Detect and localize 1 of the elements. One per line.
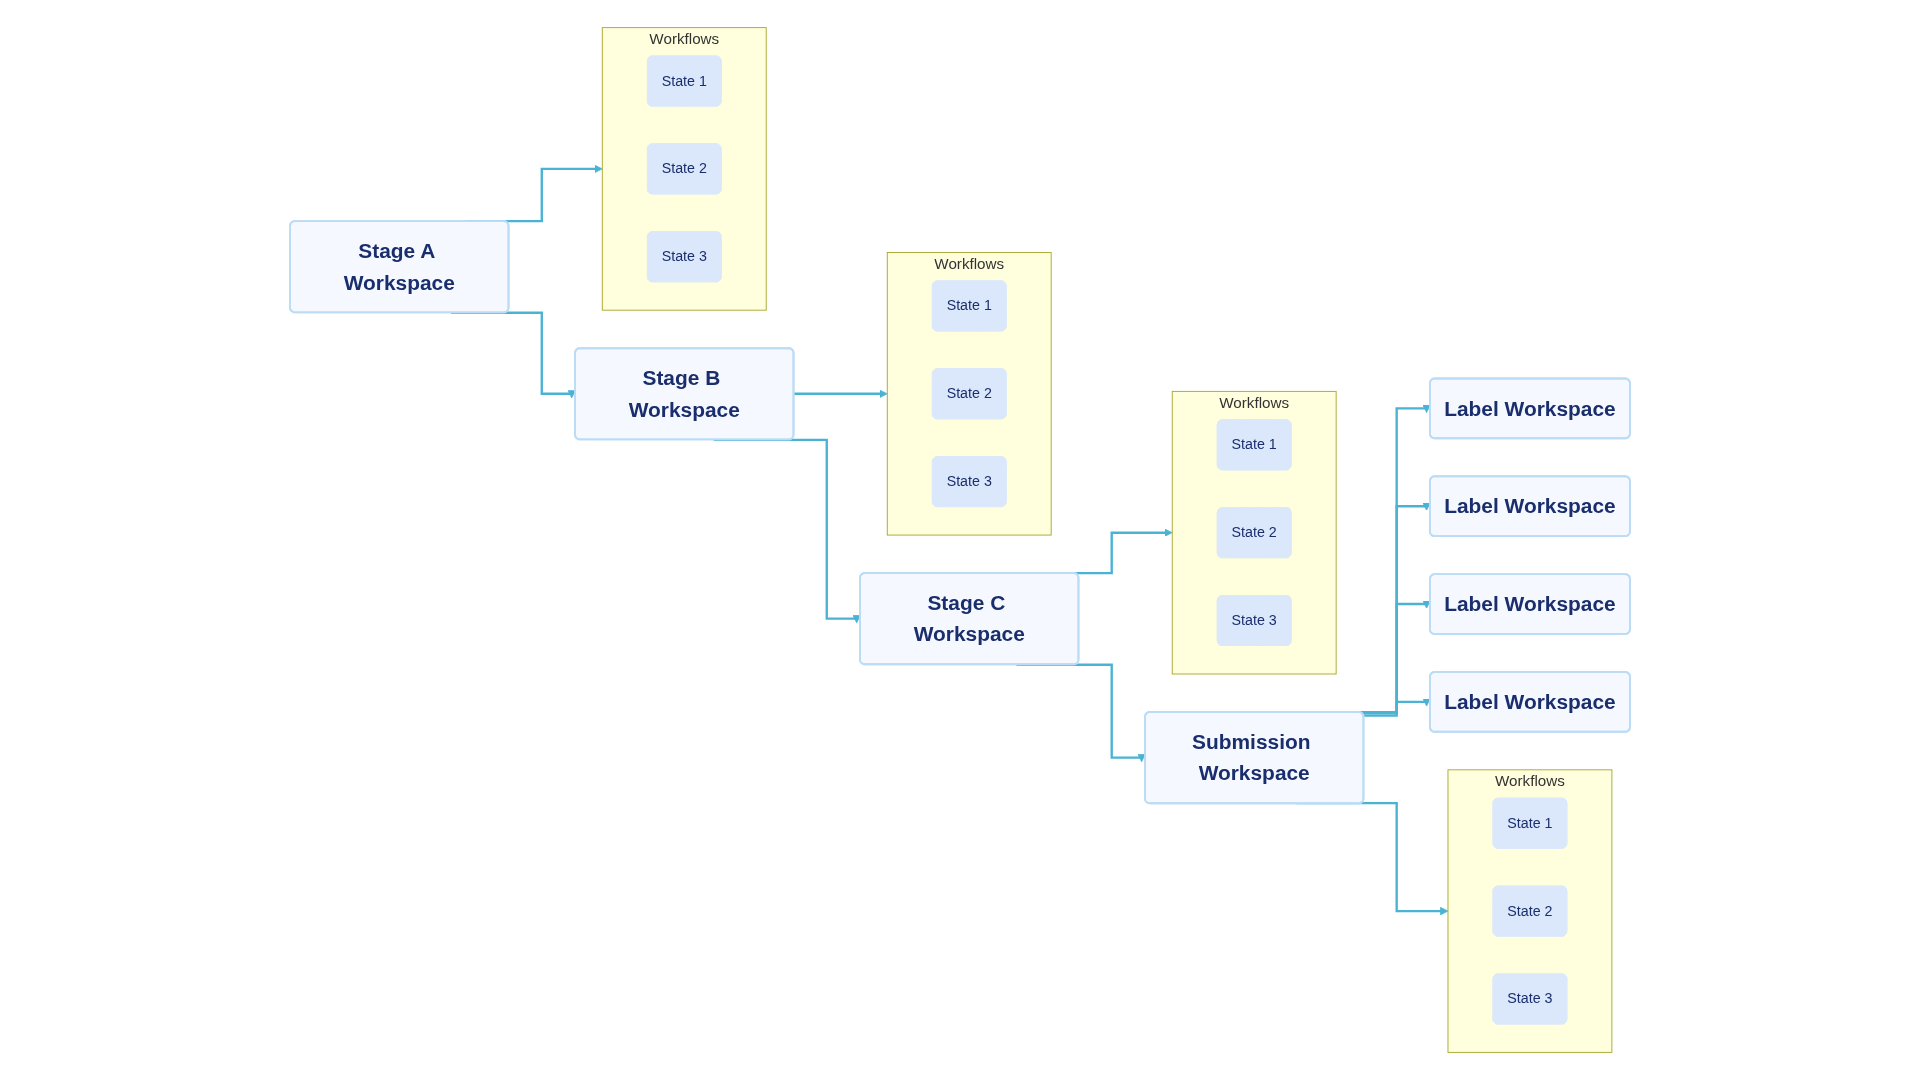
arrow bbox=[793, 389, 888, 398]
